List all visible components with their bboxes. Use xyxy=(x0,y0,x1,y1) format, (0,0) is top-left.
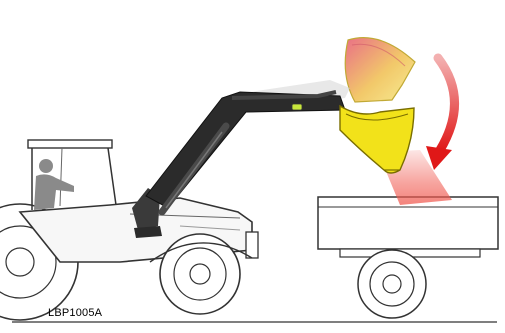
loader-bucket xyxy=(340,106,414,173)
operator-figure xyxy=(34,159,74,210)
tractor xyxy=(0,140,258,320)
trailer xyxy=(318,197,498,318)
figure-reference-code: LBP1005A xyxy=(48,307,102,319)
tip-direction-arrow xyxy=(426,58,455,170)
trailer-body xyxy=(318,197,498,249)
bucket-raised-ghost xyxy=(345,38,415,102)
cab-roof xyxy=(28,140,112,148)
